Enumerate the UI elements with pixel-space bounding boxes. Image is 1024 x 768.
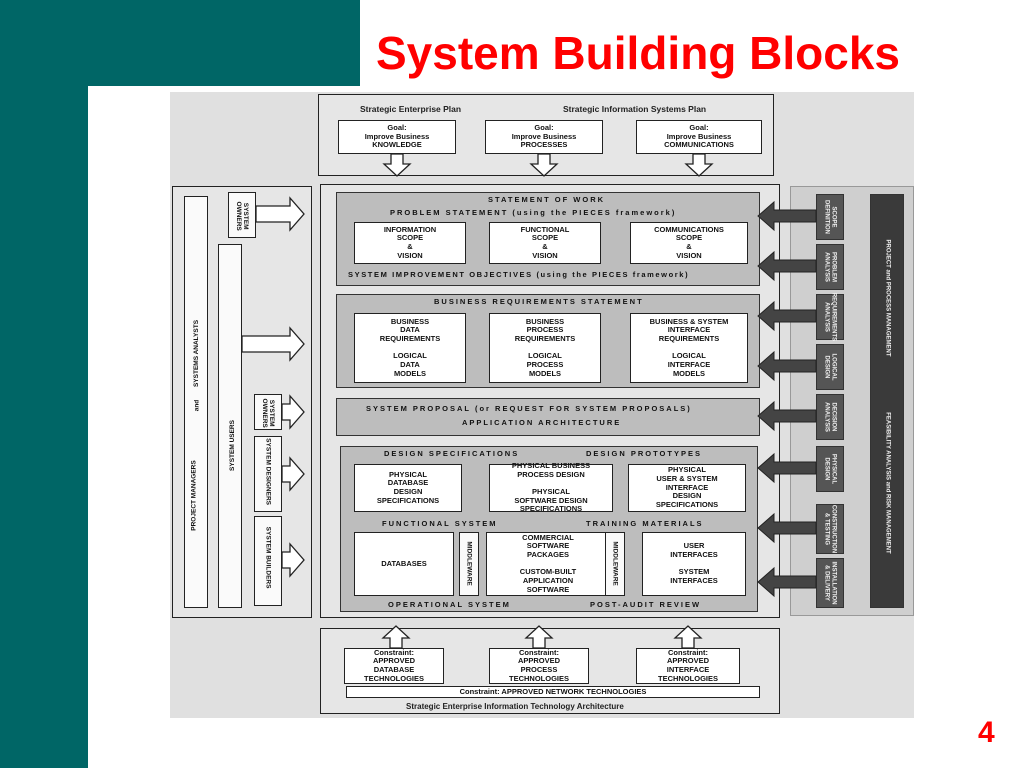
diagram-arrows xyxy=(241,153,817,649)
constraint-interface-box: Constraint: APPROVED INTERFACE TECHNOLOG… xyxy=(636,648,740,684)
system-owners-box-top xyxy=(228,192,256,238)
left-arrow xyxy=(757,250,817,282)
right-arrow xyxy=(281,456,305,492)
phase-physical-design: PHYSICAL DESIGN xyxy=(816,446,844,492)
phase-requirements-analysis: REQUIREMENTS ANALYSIS xyxy=(816,293,844,341)
left-arrow xyxy=(757,400,817,432)
right-arrow xyxy=(255,196,305,232)
process-requirements-box: BUSINESS PROCESS REQUIREMENTS LOGICAL PR… xyxy=(489,313,601,383)
statement-of-work-label: STATEMENT OF WORK xyxy=(488,195,606,204)
right-arrow xyxy=(281,394,305,430)
system-builders-box xyxy=(254,516,282,606)
interface-requirements-box: BUSINESS & SYSTEM INTERFACE REQUIREMENTS… xyxy=(630,313,748,383)
architecture-label: Strategic Enterprise Information Technol… xyxy=(406,702,624,711)
physical-process-design-box: PHYSICAL BUSINESS PROCESS DESIGN PHYSICA… xyxy=(489,461,613,513)
middleware-box-left xyxy=(459,532,479,596)
proposal-panel xyxy=(336,398,760,436)
up-arrow xyxy=(381,625,411,649)
constraint-database-box: Constraint: APPROVED DATABASE TECHNOLOGI… xyxy=(344,648,444,684)
rounded-corner xyxy=(88,86,148,146)
phase-logical-design: LOGICAL DESIGN xyxy=(816,344,844,390)
problem-statement-label: PROBLEM STATEMENT (using the PIECES fram… xyxy=(390,208,677,217)
left-arrow xyxy=(757,566,817,598)
physical-interface-design-box: PHYSICAL USER & SYSTEM INTERFACE DESIGN … xyxy=(628,464,746,512)
management-bar: PROJECT and PROCESS MANAGEMENT FEASIBILI… xyxy=(870,194,904,608)
physical-database-design-box: PHYSICAL DATABASE DESIGN SPECIFICATIONS xyxy=(354,464,462,512)
left-arrow xyxy=(757,350,817,382)
data-requirements-box: BUSINESS DATA REQUIREMENTS LOGICAL DATA … xyxy=(354,313,466,383)
teal-side-bar xyxy=(0,0,88,768)
strategic-is-plan-label: Strategic Information Systems Plan xyxy=(563,104,707,114)
down-arrow xyxy=(382,153,412,177)
design-prototypes-label: DESIGN PROTOTYPES xyxy=(586,449,702,458)
system-designers-box xyxy=(254,436,282,512)
training-materials-label: TRAINING MATERIALS xyxy=(586,519,704,528)
right-arrow xyxy=(241,326,305,362)
operational-system-label: OPERATIONAL SYSTEM xyxy=(388,600,511,609)
up-arrow xyxy=(524,625,554,649)
middleware-box-right xyxy=(605,532,625,596)
right-arrow xyxy=(281,542,305,578)
project-managers-column xyxy=(184,196,208,608)
down-arrow xyxy=(529,153,559,177)
functional-system-label: FUNCTIONAL SYSTEM xyxy=(382,519,498,528)
up-arrow xyxy=(673,625,703,649)
page-number: 4 xyxy=(978,716,995,749)
left-arrow xyxy=(757,512,817,544)
left-arrow xyxy=(757,300,817,332)
databases-box: DATABASES xyxy=(354,532,454,596)
software-box: COMMERCIAL SOFTWARE PACKAGES CUSTOM-BUIL… xyxy=(486,532,610,596)
information-scope-box: INFORMATION SCOPE & VISION xyxy=(354,222,466,264)
phase-construction-testing: CONSTRUCTION & TESTING xyxy=(816,504,844,554)
network-constraint-box: Constraint: APPROVED NETWORK TECHNOLOGIE… xyxy=(346,686,760,698)
down-arrow xyxy=(684,153,714,177)
objectives-label: SYSTEM IMPROVEMENT OBJECTIVES (using the… xyxy=(348,270,690,279)
goal-processes-box: Goal: Improve Business PROCESSES xyxy=(485,120,603,154)
post-audit-review-label: POST-AUDIT REVIEW xyxy=(590,600,702,609)
business-requirements-label: BUSINESS REQUIREMENTS STATEMENT xyxy=(434,297,644,306)
application-architecture-label: APPLICATION ARCHITECTURE xyxy=(462,418,622,427)
communications-scope-box: COMMUNICATIONS SCOPE & VISION xyxy=(630,222,748,264)
strategic-enterprise-plan-label: Strategic Enterprise Plan xyxy=(360,104,462,114)
slide-title: System Building Blocks xyxy=(376,27,901,79)
goal-knowledge-box: Goal: Improve Business KNOWLEDGE xyxy=(338,120,456,154)
interfaces-box: USER INTERFACES SYSTEM INTERFACES xyxy=(642,532,746,596)
system-users-column xyxy=(218,244,242,608)
phase-problem-analysis: PROBLEM ANALYSIS xyxy=(816,244,844,290)
teal-top-band xyxy=(88,0,360,86)
system-proposal-label: SYSTEM PROPOSAL (or REQUEST FOR SYSTEM P… xyxy=(366,404,692,413)
functional-scope-box: FUNCTIONAL SCOPE & VISION xyxy=(489,222,601,264)
left-arrow xyxy=(757,452,817,484)
system-building-blocks-diagram: Strategic Enterprise Plan Strategic Info… xyxy=(170,92,914,718)
design-specifications-label: DESIGN SPECIFICATIONS xyxy=(384,449,520,458)
left-arrow xyxy=(757,200,817,232)
phase-decision-analysis: DECISION ANALYSIS xyxy=(816,394,844,440)
